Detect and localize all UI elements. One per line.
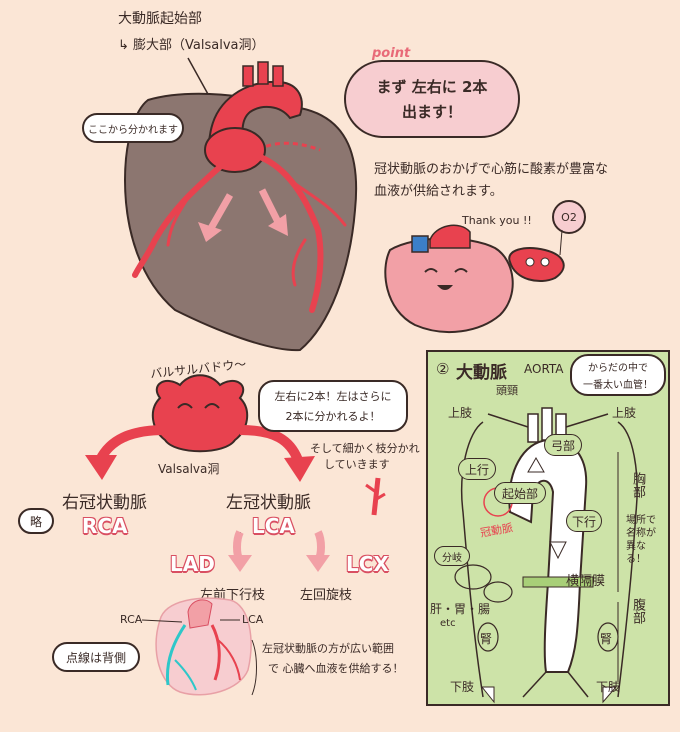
lad-abbr: LAD	[170, 552, 215, 576]
range-note-line-2: で 心臓へ血液を供給する！	[268, 662, 404, 675]
split-note-line-2: 2本に分かれるよ！	[285, 410, 381, 423]
lca-small-label: LCA	[242, 613, 264, 626]
split-note-line-1: 左右に2本！左はさらに	[274, 390, 392, 403]
kidney-left-label: 腎	[480, 632, 493, 646]
point-line-1: まず 左右に 2本	[376, 78, 488, 96]
branch-pill: 分岐	[434, 546, 470, 566]
valsalva-bottom-label: Valsalva洞	[158, 462, 220, 476]
branch-note-line-1: そして細かく枝分かれ	[310, 442, 420, 455]
abbr-bubble: 略	[18, 508, 54, 534]
etc-label: etc	[440, 618, 456, 629]
lower-limb-right: 下肢	[596, 680, 621, 694]
dotted-note-bubble: 点線は背側	[52, 642, 140, 672]
kidney-right-label: 腎	[600, 632, 613, 646]
left-flow-arrow	[206, 193, 234, 232]
upper-limb-left: 上肢	[448, 406, 473, 420]
panel-bubble-line-2: 一番太い血管！	[583, 380, 653, 391]
split-note-bubble: 左右に2本！左はさらに 2本に分かれるよ！	[258, 380, 408, 432]
panel-number: ②	[436, 360, 450, 378]
origin-pill: 起始部	[494, 482, 546, 504]
o2-balloon: O2	[552, 200, 586, 234]
point-tag: point	[372, 46, 411, 61]
range-note-line-1: 左冠状動脈の方が広い範囲	[262, 642, 394, 655]
branch-note-line-2: していきます	[324, 458, 390, 471]
chest-label: 胸部	[630, 472, 645, 498]
origin-label: 大動脈起始部	[118, 11, 202, 27]
lca-abbr: LCA	[252, 514, 295, 538]
panel-bubble-line-1: からだの中で	[588, 363, 648, 374]
heart-illustration	[123, 57, 358, 352]
organs-label: 肝・胃・腸	[430, 602, 491, 616]
left-coronary-branch	[252, 152, 324, 313]
lcx-abbr: LCX	[346, 552, 389, 576]
aorta-panel: ② 大動脈 AORTA からだの中で 一番太い血管！ 頭頸 上肢 上肢 弓部 上…	[426, 350, 670, 706]
oxygen-line-2: 血液が供給されます。	[374, 184, 503, 199]
panel-title-en: AORTA	[524, 362, 564, 376]
right-coronary-branch	[132, 162, 225, 278]
split-bubble: ここから分かれます	[82, 113, 184, 143]
diaphragm-label: 横隔膜	[566, 574, 606, 589]
arch-pill: 弓部	[544, 434, 582, 456]
place-note: 場所で名称が異なる！	[626, 515, 656, 565]
ascending-pill: 上行	[458, 458, 496, 480]
lower-limb-left: 下肢	[450, 680, 475, 694]
point-bubble: まず 左右に 2本 出ます！	[344, 60, 520, 138]
lcx-name: 左回旋枝	[300, 588, 353, 603]
head-neck-label: 頭頸	[496, 384, 518, 397]
lca-name: 左冠状動脈	[226, 493, 311, 513]
thankyou-label: Thank you !!	[462, 214, 532, 227]
bulb-label: ↳ 膨大部（Valsalva洞）	[118, 38, 265, 53]
rca-small-label: RCA	[120, 613, 143, 626]
oxygen-line-1: 冠状動脈のおかげで心筋に酸素が豊富な	[374, 162, 609, 177]
abdomen-label: 腹部	[630, 598, 645, 624]
panel-title: 大動脈	[456, 363, 507, 383]
point-line-2: 出ます！	[401, 103, 462, 121]
upper-limb-right: 上肢	[612, 406, 637, 420]
panel-bubble: からだの中で 一番太い血管！	[570, 354, 666, 396]
rca-name: 右冠状動脈	[62, 493, 147, 513]
happy-heart-character	[384, 224, 565, 333]
right-flow-arrow	[258, 188, 282, 224]
descending-pill: 下行	[566, 510, 602, 532]
rca-abbr: RCA	[82, 514, 128, 538]
